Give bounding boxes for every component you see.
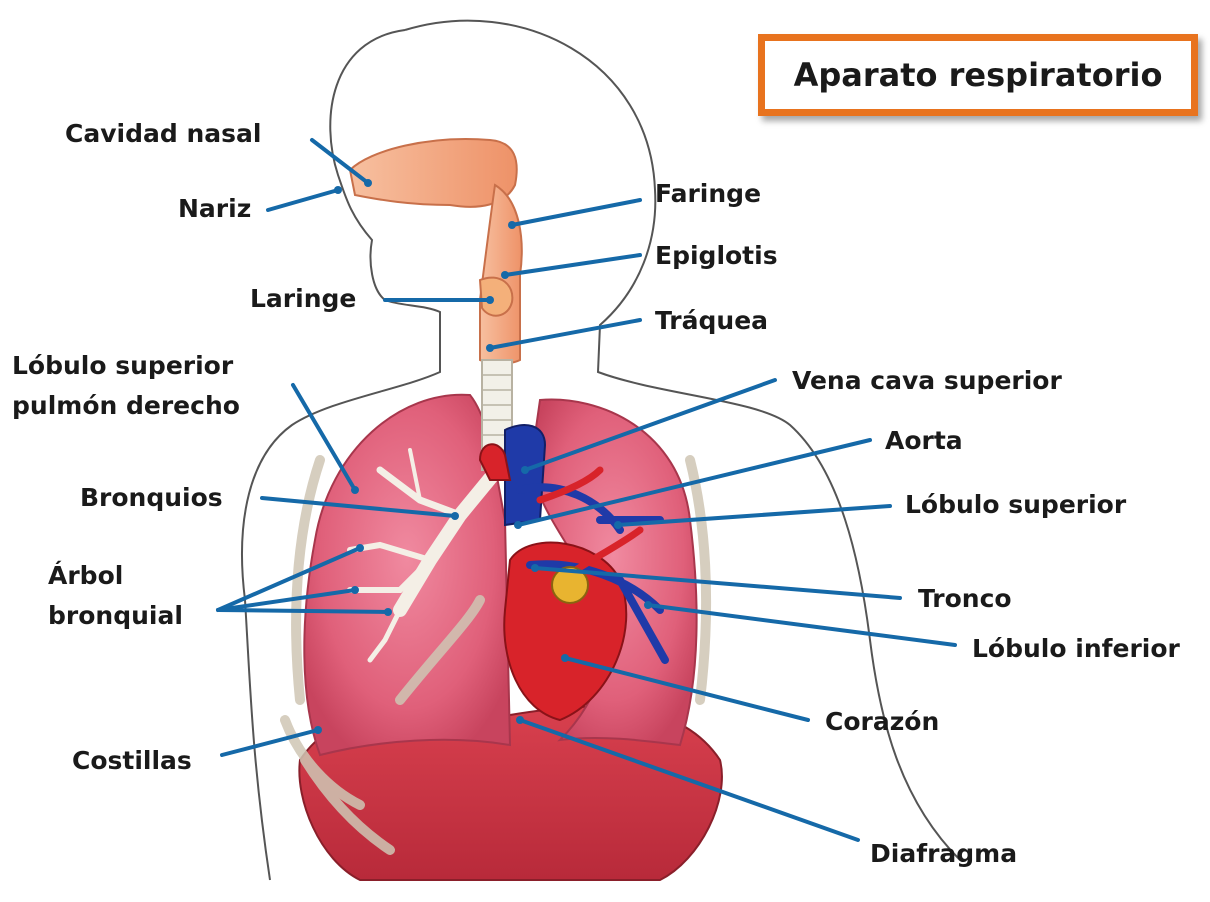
title-box: Aparato respiratorio — [758, 34, 1198, 116]
leader-faringe — [512, 200, 640, 225]
vena-cava-shape — [505, 425, 545, 525]
label-faringe: Faringe — [655, 178, 761, 209]
leader-nariz — [268, 190, 338, 210]
label-cavidad-nasal: Cavidad nasal — [65, 118, 261, 149]
label-lobulo-superior-derecho-line1: Lóbulo superior — [12, 350, 233, 381]
label-laringe: Laringe — [250, 283, 356, 314]
leader-lobulo-superior-derecho — [293, 385, 355, 490]
diagram-title: Aparato respiratorio — [794, 56, 1163, 94]
label-lobulo-inferior: Lóbulo inferior — [972, 633, 1180, 664]
right-lung-shape — [304, 395, 510, 755]
nasal-cavity-shape — [350, 139, 517, 207]
larynx-shape — [480, 278, 512, 316]
label-traquea: Tráquea — [655, 305, 768, 336]
label-diafragma: Diafragma — [870, 838, 1017, 869]
leader-arbol-3 — [218, 610, 388, 612]
label-epiglotis: Epiglotis — [655, 240, 778, 271]
label-costillas: Costillas — [72, 745, 192, 776]
label-bronquios: Bronquios — [80, 482, 223, 513]
label-arbol-line2: bronquial — [48, 600, 183, 631]
label-arbol-line1: Árbol — [48, 560, 123, 591]
leader-epiglotis — [505, 255, 640, 275]
label-corazon: Corazón — [825, 706, 939, 737]
label-vena-cava: Vena cava superior — [792, 365, 1062, 396]
label-lobulo-superior-derecho-line2: pulmón derecho — [12, 390, 240, 421]
label-nariz: Nariz — [178, 193, 251, 224]
label-aorta: Aorta — [885, 425, 963, 456]
label-tronco: Tronco — [918, 583, 1012, 614]
label-lobulo-superior: Lóbulo superior — [905, 489, 1126, 520]
